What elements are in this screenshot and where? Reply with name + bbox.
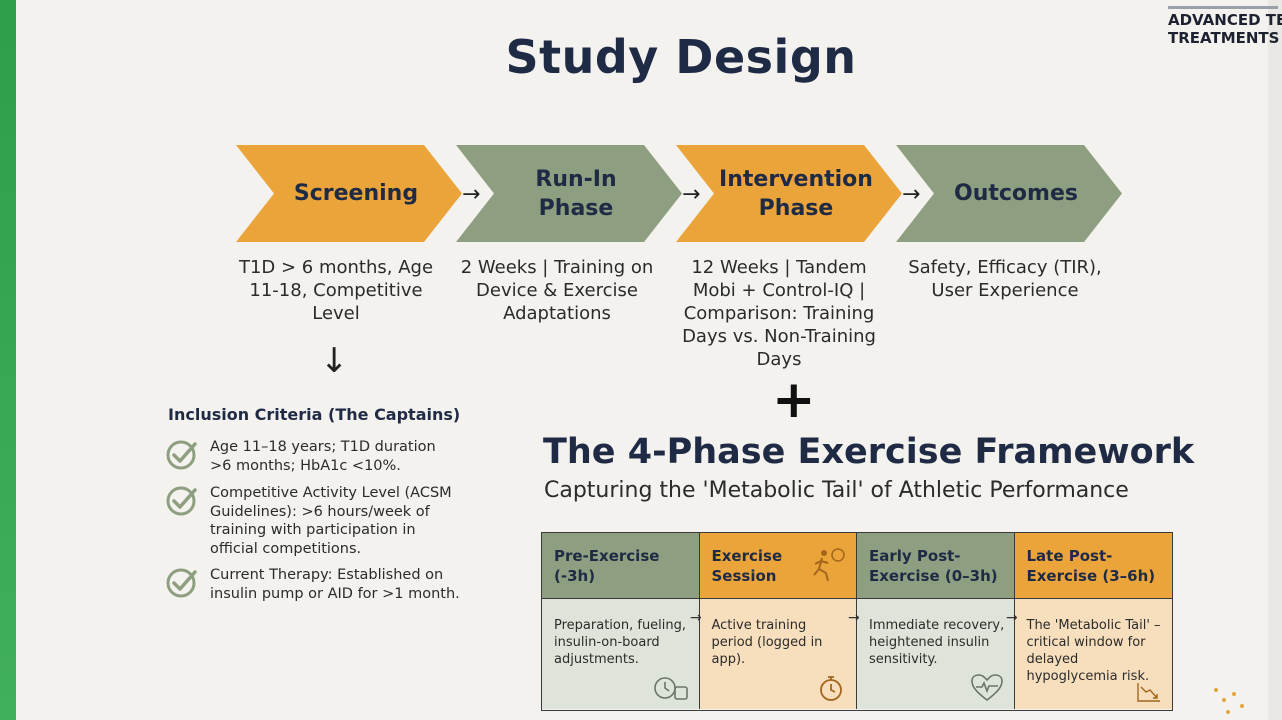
inclusion-text: Competitive Activity Level (ACSM Guideli… <box>210 485 452 557</box>
inclusion-title: Inclusion Criteria (The Captains) <box>168 405 461 424</box>
check-circle-icon <box>166 568 197 598</box>
check-circle-icon <box>166 440 197 470</box>
page-title-wrap: Study Design <box>0 30 1282 84</box>
phase-column: Early Post-Exercise (0–3h) Immediate rec… <box>857 533 1015 709</box>
step-label: Run-In Phase <box>456 145 682 242</box>
chevron-shape <box>896 145 1122 242</box>
plus-icon: + <box>772 370 816 430</box>
phase-column: Pre-Exercise (-3h) Preparation, fueling,… <box>542 533 700 709</box>
phase-header: Exercise Session <box>699 533 856 599</box>
phase-header: Pre-Exercise (-3h) <box>542 533 699 599</box>
step-label: Intervention Phase <box>676 145 902 242</box>
phase-header-text: Early Post-Exercise (0–3h) <box>869 547 998 585</box>
step-run-in: Run-In Phase <box>456 145 682 242</box>
phase-header: Late Post-Exercise (3–6h) <box>1014 533 1172 599</box>
framework-title: The 4-Phase Exercise Framework <box>543 432 1195 472</box>
phase-column: Exercise Session Active training period … <box>699 533 857 709</box>
phase-arrow-icon: → <box>1006 610 1018 626</box>
chevron-shape <box>236 145 462 242</box>
step-intervention: Intervention Phase <box>676 145 902 242</box>
phase-body: Active training period (logged in app). <box>711 618 823 667</box>
flow-arrow-icon: → <box>902 182 921 207</box>
step-description: 12 Weeks | Tandem Mobi + Control-IQ | Co… <box>682 257 876 370</box>
flow-arrow-icon: → <box>462 182 481 207</box>
page-title: Study Design <box>505 30 857 84</box>
phase-arrow-icon: → <box>848 610 860 626</box>
heart-rate-icon <box>970 674 1003 702</box>
step-label-text: Run-In Phase <box>535 166 617 221</box>
phase-header: Early Post-Exercise (0–3h) <box>857 533 1014 599</box>
flow-arrow-icon: → <box>682 182 701 207</box>
logo-line-1: ADVANCED TEC <box>1168 11 1282 29</box>
down-arrow-icon: ↓ <box>320 341 349 381</box>
inclusion-text: Current Therapy: Established on insulin … <box>210 567 460 602</box>
stopwatch-icon <box>820 676 842 701</box>
phase-table: Pre-Exercise (-3h) Preparation, fueling,… <box>541 532 1173 711</box>
conference-logo: ADVANCED TEC TREATMENTS F <box>1168 6 1282 47</box>
logo-line-2: TREATMENTS F <box>1168 29 1282 47</box>
phase-header-text: Late Post-Exercise (3–6h) <box>1026 547 1156 585</box>
step-label-text: Intervention Phase <box>719 166 873 221</box>
phase-body: Preparation, fueling, insulin-on-board a… <box>554 618 687 667</box>
step-description: T1D > 6 months, Age 11-18, Competitive L… <box>238 257 434 324</box>
step-description: Safety, Efficacy (TIR), User Experience <box>908 257 1102 301</box>
phase-header-text: Pre-Exercise (-3h) <box>554 547 660 585</box>
logo-rule <box>1168 6 1278 9</box>
phase-body: Immediate recovery, heightened insulin s… <box>869 618 1005 667</box>
framework-subtitle: Capturing the 'Metabolic Tail' of Athlet… <box>544 478 1129 503</box>
clock-food-icon <box>653 677 688 700</box>
right-edge <box>1268 0 1282 720</box>
chevron-shape <box>676 145 902 242</box>
check-circle-icon <box>166 486 197 516</box>
step-label: Screening <box>293 181 419 206</box>
step-screening: Screening <box>236 145 462 242</box>
chevron-shape <box>456 145 682 242</box>
inclusion-text: Age 11–18 years; T1D duration >6 months;… <box>210 439 436 474</box>
phase-body: The 'Metabolic Tail' – critical window f… <box>1026 618 1161 684</box>
phase-arrow-icon: → <box>690 610 702 626</box>
step-description: 2 Weeks | Training on Device & Exercise … <box>460 257 654 324</box>
phase-column: Late Post-Exercise (3–6h) The 'Metabolic… <box>1014 533 1172 709</box>
phase-header-text: Exercise Session <box>711 547 783 585</box>
runner-icon <box>813 548 845 582</box>
step-outcomes: Outcomes <box>896 145 1122 242</box>
trend-down-icon <box>1137 683 1160 702</box>
left-accent-bar <box>0 0 16 720</box>
step-label: Outcomes <box>954 181 1078 206</box>
